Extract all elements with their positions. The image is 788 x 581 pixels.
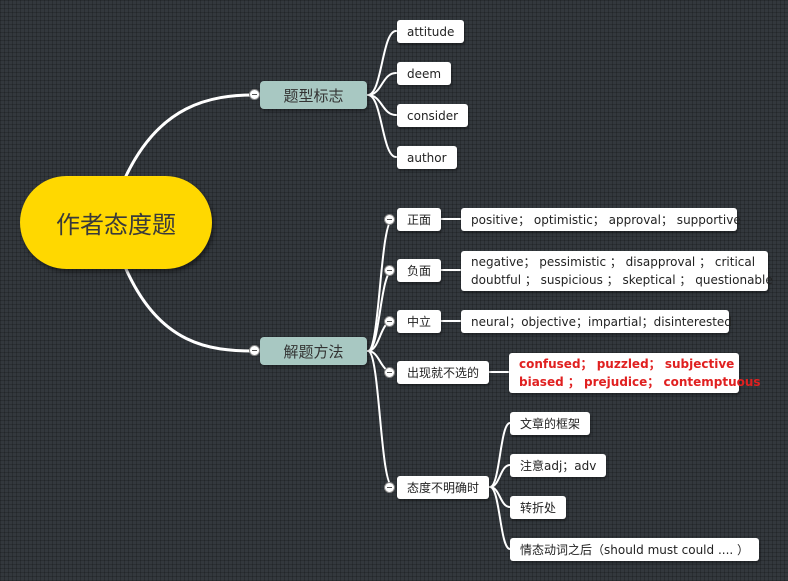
detail-positive-words[interactable]: positive； optimistic； approval； supporti… <box>461 208 741 231</box>
leaf-deem[interactable]: deem <box>397 62 452 85</box>
tip-turning-point[interactable]: 转折处 <box>510 496 567 519</box>
link-framework <box>489 422 511 488</box>
tip-article-framework[interactable]: 文章的框架 <box>510 412 591 435</box>
link-attitude <box>367 30 397 96</box>
detail-never-choose-words[interactable]: confused； puzzled； subjective biased ； p… <box>509 353 761 393</box>
subtopic-negative[interactable]: 负面 <box>397 259 442 282</box>
detail-neutral-words[interactable]: neural；objective；impartial；disinterested <box>461 310 732 333</box>
detail-line: biased ； prejudice； contemptuous <box>519 375 761 389</box>
detail-line: doubtful ； suspicious ； skeptical ； ques… <box>471 273 773 287</box>
leaf-consider[interactable]: consider <box>397 104 469 127</box>
link-root-branch1 <box>124 93 256 178</box>
central-topic[interactable]: 作者态度题 <box>20 176 212 269</box>
link-author <box>367 94 397 158</box>
leaf-attitude[interactable]: attitude <box>397 20 465 43</box>
tip-adj-adv[interactable]: 注意adj；adv <box>510 454 607 477</box>
subtopic-never-choose[interactable]: 出现就不选的 <box>397 361 490 384</box>
branch-question-markers[interactable]: 题型标志 <box>260 81 367 109</box>
collapse-toggle-icon[interactable] <box>384 367 395 378</box>
collapse-toggle-icon[interactable] <box>384 316 395 327</box>
link-modal <box>489 486 511 550</box>
collapse-toggle-icon[interactable] <box>384 265 395 276</box>
detail-line: negative； pessimistic ； disapproval ； cr… <box>471 255 756 269</box>
collapse-toggle-icon[interactable] <box>384 482 395 493</box>
leaf-author[interactable]: author <box>397 146 457 169</box>
collapse-toggle-icon[interactable] <box>384 214 395 225</box>
link-root-branch2 <box>124 267 256 353</box>
detail-negative-words[interactable]: negative； pessimistic ； disapproval ； cr… <box>461 251 773 291</box>
link-unclear <box>367 350 394 488</box>
detail-line: confused； puzzled； subjective <box>519 357 735 371</box>
collapse-toggle-icon[interactable] <box>249 89 260 100</box>
subtopic-neutral[interactable]: 中立 <box>397 310 442 333</box>
subtopic-attitude-unclear[interactable]: 态度不明确时 <box>397 476 490 499</box>
link-positive <box>367 218 394 352</box>
collapse-toggle-icon[interactable] <box>249 345 260 356</box>
subtopic-positive[interactable]: 正面 <box>397 208 442 231</box>
tip-after-modal-verbs[interactable]: 情态动词之后（should must could .... ） <box>510 538 760 561</box>
branch-solving-method[interactable]: 解题方法 <box>260 337 367 365</box>
